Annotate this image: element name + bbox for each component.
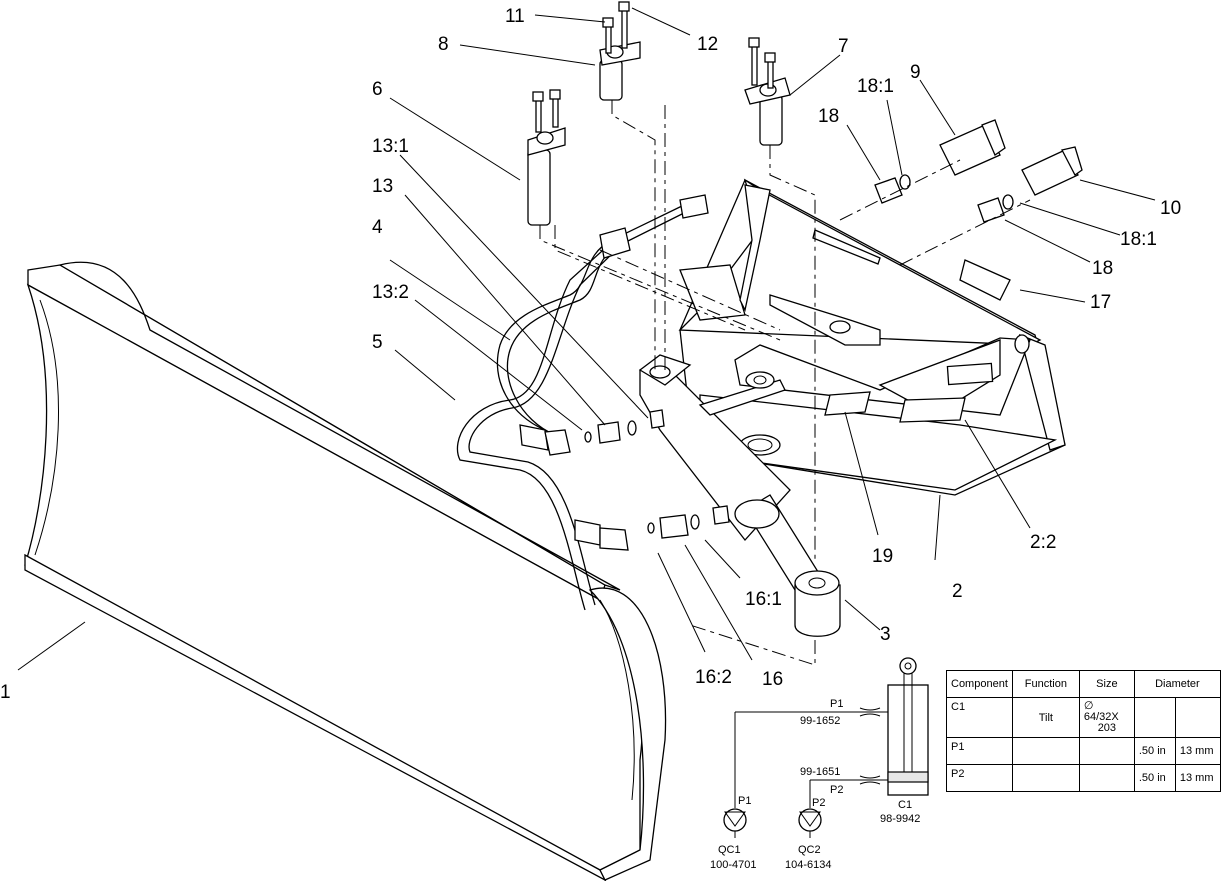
cell-size [1078,737,1135,765]
callout-18b: 18 [1092,258,1113,279]
callout-12: 12 [697,34,718,55]
callout-4: 4 [372,217,383,238]
cell-diameter-in: .50 in [1133,764,1176,792]
callout-1: 1 [0,682,11,703]
p1-label: P1 [830,698,843,710]
qc1-port-label: P1 [738,795,751,807]
callout-11: 11 [505,6,525,27]
cell-component: P2 [946,764,1013,792]
cell-function [1011,737,1080,765]
center-lines [539,100,1031,666]
cell-size-line2: 203 [1097,722,1117,734]
component-spec-table: Component Function Size Diameter C1 Tilt… [946,670,1221,792]
blade [24,261,667,882]
hoses [456,194,709,611]
callout-8: 8 [438,34,449,55]
table-row: P1 .50 in 13 mm [946,737,1221,765]
cell-diameter-in: .50 in [1133,737,1176,765]
table-header-row: Component Function Size Diameter [946,670,1221,698]
cell-component: C1 [946,697,1013,738]
cell-size-line1: ∅ 64/32X [1083,700,1119,723]
header-component: Component [946,670,1013,698]
qc2-port-label: P2 [812,797,825,809]
callout-16-1: 16:1 [745,589,782,610]
callout-16-2: 16:2 [695,667,732,688]
callout-13-1: 13:1 [372,136,409,157]
callout-3: 3 [880,624,891,645]
leader-lines [17,7,1156,671]
tilt-cylinder [638,354,841,637]
callout-18a: 18 [818,106,839,127]
cell-size: ∅ 64/32X 203 [1078,697,1135,738]
header-function: Function [1011,670,1080,698]
callout-16: 16 [762,669,783,690]
table-row: P2 .50 in 13 mm [946,764,1221,792]
cell-component: P1 [946,737,1013,765]
cell-diameter-mm: 13 mm [1174,764,1221,792]
callout-6: 6 [372,79,383,100]
callout-19: 19 [872,546,893,567]
callout-2: 2 [952,581,963,602]
header-diameter: Diameter [1133,670,1221,698]
callout-5: 5 [372,332,383,353]
callout-13-2: 13:2 [372,282,409,303]
qc1-label: QC1 [718,844,741,856]
callout-2-2: 2:2 [1030,532,1056,553]
header-size: Size [1078,670,1135,698]
hydraulic-schematic: P1 99-1652 99-1651 P2 C1 98-9942 P1 QC1 … [710,657,929,871]
callout-18-1a: 18:1 [857,76,894,97]
frame [678,178,1066,496]
cell-diameter-mm: 13 mm [1174,737,1221,765]
c1-label: C1 [898,799,912,811]
callout-18-1b: 18:1 [1120,229,1157,250]
p1-part-number: 99-1652 [800,715,840,727]
c1-part-number: 98-9942 [880,813,920,825]
cell-diameter-mm [1174,697,1221,738]
callout-17: 17 [1090,292,1111,313]
qc2-part-number: 104-6134 [785,859,832,871]
fittings [584,409,730,539]
qc2-label: QC2 [798,844,821,856]
qc1-part-number: 100-4701 [710,859,757,871]
callout-7: 7 [838,36,849,57]
cell-function: Tilt [1011,697,1080,738]
callout-9: 9 [910,62,921,83]
p2-part-number: 99-1651 [800,766,840,778]
cell-size [1078,764,1135,792]
table-row: C1 Tilt ∅ 64/32X 203 [946,697,1221,738]
cell-function [1011,764,1080,792]
cell-diameter-in [1133,697,1176,738]
callout-labels: 1 2 2:2 3 4 5 6 7 8 9 10 11 12 13 13:1 1… [0,6,1181,703]
p2-label: P2 [830,784,843,796]
callout-13: 13 [372,176,393,197]
couplers [874,119,1083,223]
callout-10: 10 [1160,198,1181,219]
